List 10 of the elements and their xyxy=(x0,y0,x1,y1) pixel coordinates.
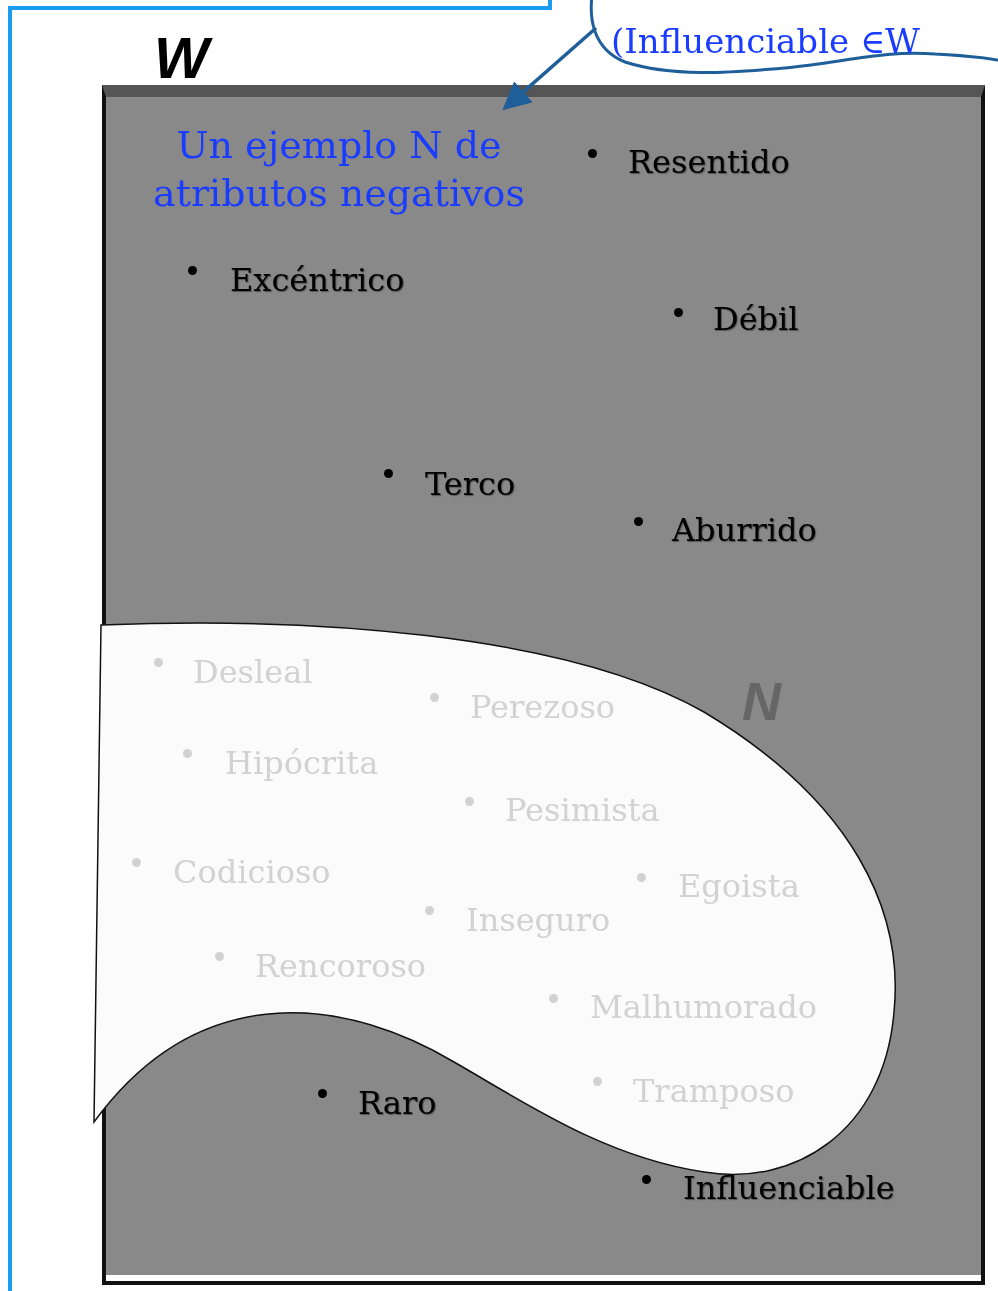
annotation-text: Un ejemplo N de atributos negativos xyxy=(109,121,569,221)
callout-text: (Influenciable ∈W xyxy=(611,24,921,58)
attribute-word: Terco xyxy=(425,468,516,500)
attribute-word: Raro xyxy=(358,1087,437,1119)
attribute-word: Aburrido xyxy=(672,514,817,546)
attribute-word: Excéntrico xyxy=(230,264,405,296)
attribute-word: Resentido xyxy=(628,146,790,178)
attribute-word: Influenciable xyxy=(683,1172,895,1204)
attribute-word: Débil xyxy=(713,303,799,335)
arrow xyxy=(502,26,598,111)
